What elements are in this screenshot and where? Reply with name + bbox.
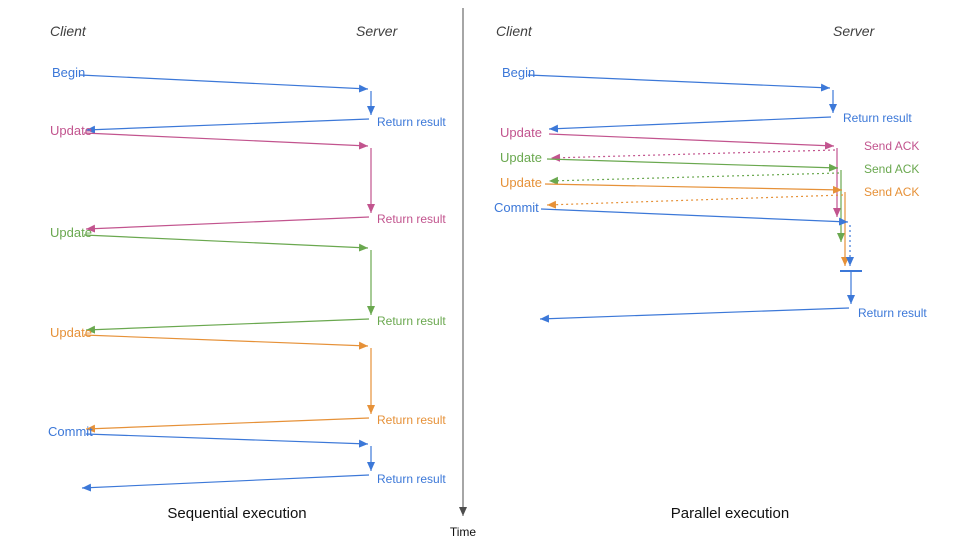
response-label: Return result (377, 413, 446, 427)
request-arrow (83, 234, 369, 252)
ack-arrow (546, 194, 844, 209)
response-label: Return result (377, 314, 446, 328)
request-arrow (546, 158, 839, 172)
response-label: Send ACK (864, 185, 919, 199)
request-label: Update (50, 225, 92, 240)
panel-title-sequential: Sequential execution (167, 505, 306, 522)
par-step-begin: Begin Return result (502, 65, 912, 133)
ack-arrow (548, 172, 840, 185)
response-label: Send ACK (864, 162, 919, 176)
response-label: Return result (858, 306, 927, 320)
response-arrow (81, 474, 370, 492)
parallel-panel: Client Server Begin Return result Update… (494, 23, 927, 522)
request-arrow (83, 132, 369, 150)
response-arrow (85, 118, 370, 134)
par-step-commit: Commit Return result (494, 200, 927, 323)
request-arrow (85, 433, 369, 448)
response-label: Return result (843, 111, 912, 125)
seq-step-commit: Commit Return result (48, 424, 446, 492)
request-label: Commit (48, 424, 93, 439)
seq-step-update-2: Update Return result (50, 225, 446, 334)
response-label: Return result (377, 212, 446, 226)
ack-arrow (550, 149, 836, 162)
response-arrow (85, 216, 370, 233)
par-step-update-2: Update Send ACK (500, 150, 919, 242)
response-arrow (548, 116, 832, 133)
request-label: Begin (502, 65, 535, 80)
client-label: Client (50, 23, 87, 39)
seq-step-update-1: Update Return result (50, 123, 446, 233)
response-label: Send ACK (864, 139, 919, 153)
request-label: Commit (494, 200, 539, 215)
request-label: Begin (52, 65, 85, 80)
request-arrow (544, 183, 843, 194)
request-arrow (527, 74, 831, 92)
par-step-update-3: Update Send ACK (500, 175, 919, 266)
request-arrow (540, 208, 849, 226)
client-label: Client (496, 23, 533, 39)
response-label: Return result (377, 115, 446, 129)
request-label: Update (500, 125, 542, 140)
response-arrow (85, 417, 370, 433)
panel-title-parallel: Parallel execution (671, 505, 789, 522)
request-label: Update (50, 325, 92, 340)
request-label: Update (500, 150, 542, 165)
response-arrow (85, 318, 370, 334)
request-arrow (79, 74, 369, 93)
request-arrow (548, 133, 835, 150)
request-label: Update (500, 175, 542, 190)
server-label: Server (833, 23, 876, 39)
request-arrow (83, 334, 369, 350)
response-label: Return result (377, 472, 446, 486)
response-arrow (539, 307, 850, 323)
server-label: Server (356, 23, 399, 39)
par-step-update-1: Update Send ACK (500, 125, 919, 217)
sequential-panel: Client Server Begin Return result Update… (48, 23, 446, 522)
time-axis: Time (450, 8, 477, 539)
time-axis-label: Time (450, 525, 477, 539)
seq-step-update-3: Update Return result (50, 325, 446, 433)
request-label: Update (50, 123, 92, 138)
seq-step-begin: Begin Return result (52, 65, 446, 134)
